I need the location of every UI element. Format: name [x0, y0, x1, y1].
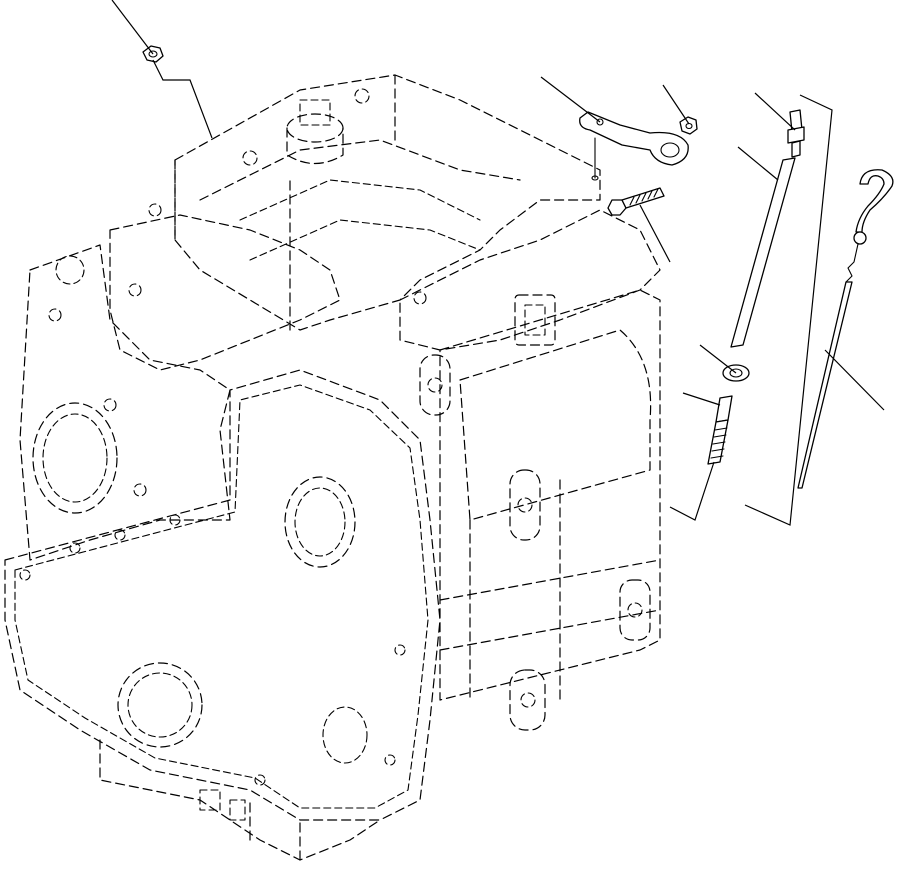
engine-block — [4, 74, 661, 861]
threaded-adapter-icon — [707, 395, 733, 465]
valve-cover — [174, 74, 601, 331]
hex-nut-icon — [679, 116, 698, 135]
callout-clamp-leader — [699, 344, 737, 374]
oil-filler-cap — [286, 99, 344, 165]
callout-tube-leader — [737, 146, 779, 181]
flange-bolt-icon — [607, 187, 665, 216]
block-right-side — [419, 289, 661, 731]
callout-bracket-nut-leader — [662, 84, 690, 125]
callout-tube-fitting-leader — [754, 92, 796, 131]
dipstick-bracket-icon — [579, 111, 689, 181]
block-top-deck — [109, 203, 661, 371]
dipstick-tube-icon — [730, 157, 796, 348]
callout-nut-top-leader — [111, 0, 154, 55]
callout-dipstick-leader — [824, 349, 885, 411]
callout-adapter-leader — [682, 392, 721, 406]
dipstick-assembly-bracket — [744, 94, 833, 526]
callout-bracket-leader — [540, 76, 601, 123]
leader-lines — [111, 0, 885, 526]
tube-fitting-icon — [787, 109, 805, 158]
oil-pan — [99, 739, 381, 861]
gear-housing — [19, 244, 231, 561]
front-timing-cover — [4, 369, 441, 821]
dipstick-icon — [797, 169, 894, 489]
callout-bracket-bolt-leader — [639, 204, 671, 263]
